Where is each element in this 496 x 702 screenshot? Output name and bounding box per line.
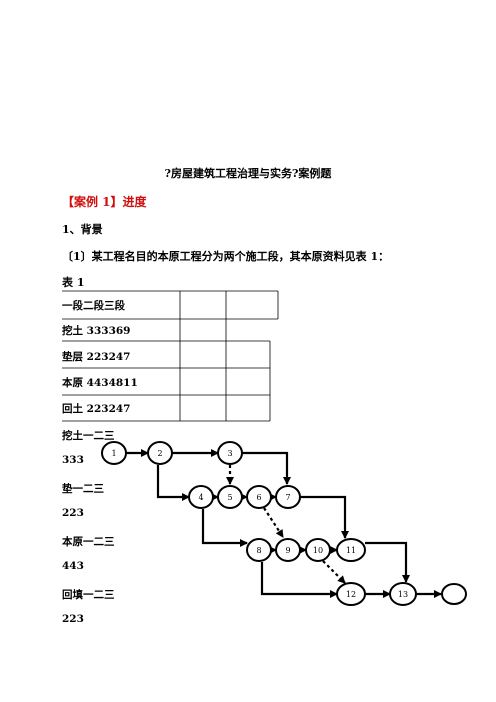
page-title: ?房屋建筑工程治理与实务?案例题 xyxy=(164,167,332,180)
network-node xyxy=(275,538,301,562)
dummy-edge-6-9 xyxy=(263,507,284,538)
list-item: 回填一二三 xyxy=(62,589,115,601)
network-node xyxy=(101,441,127,465)
table-row: 本原 4434811 xyxy=(62,377,138,389)
list-item: 333 xyxy=(62,454,84,466)
edge-11-13 xyxy=(365,541,410,583)
network-node xyxy=(336,582,366,606)
case-heading: 【案例 1】进度 xyxy=(62,195,147,209)
node-label: 4 xyxy=(198,493,203,502)
background-paragraph: 〔1〕某工程名目的本原工程分为两个施工段，其本原资料见表 1： xyxy=(62,250,390,263)
node-label: 8 xyxy=(256,546,261,555)
table-row: 挖土 333369 xyxy=(62,325,131,337)
table-label: 表 1 xyxy=(62,276,85,289)
node-label: 12 xyxy=(346,590,356,599)
edge-8-12 xyxy=(260,562,338,598)
network-node xyxy=(147,441,173,465)
node-label: 2 xyxy=(157,449,162,458)
node-label: 11 xyxy=(346,546,356,555)
list-item: 本原一二三 xyxy=(62,536,115,548)
network-node xyxy=(217,441,243,465)
node-label: 3 xyxy=(227,449,232,458)
network-node xyxy=(441,583,467,605)
network-node xyxy=(217,485,243,509)
edge-4-8 xyxy=(201,509,248,547)
dummy-edge-10-12 xyxy=(322,560,346,584)
network-node xyxy=(246,485,272,509)
edge-2-4 xyxy=(156,465,190,501)
list-item: 223 xyxy=(62,613,84,625)
section-heading: 1、背景 xyxy=(62,223,103,236)
network-node xyxy=(275,485,301,509)
network-node xyxy=(336,538,366,562)
node-label: 7 xyxy=(285,493,290,502)
table-row: 垫层 223247 xyxy=(62,351,131,363)
list-item: 挖土一二三 xyxy=(62,430,115,442)
network-node xyxy=(188,485,214,509)
edge-7-11 xyxy=(300,495,349,539)
network-node xyxy=(305,538,331,562)
list-item: 垫一二三 xyxy=(62,483,104,495)
node-label: 6 xyxy=(256,493,261,502)
node-label: 10 xyxy=(313,546,323,555)
node-label: 5 xyxy=(227,493,232,502)
network-node xyxy=(246,538,272,562)
list-item: 223 xyxy=(62,507,84,519)
network-node xyxy=(389,582,417,606)
table-row: 一段二段三段 xyxy=(62,300,125,312)
node-label: 13 xyxy=(398,590,408,599)
node-label: 9 xyxy=(285,546,290,555)
list-item: 443 xyxy=(62,560,84,572)
table-row: 回土 223247 xyxy=(62,403,131,415)
edge-3-7 xyxy=(242,451,291,485)
node-label: 1 xyxy=(111,449,116,458)
